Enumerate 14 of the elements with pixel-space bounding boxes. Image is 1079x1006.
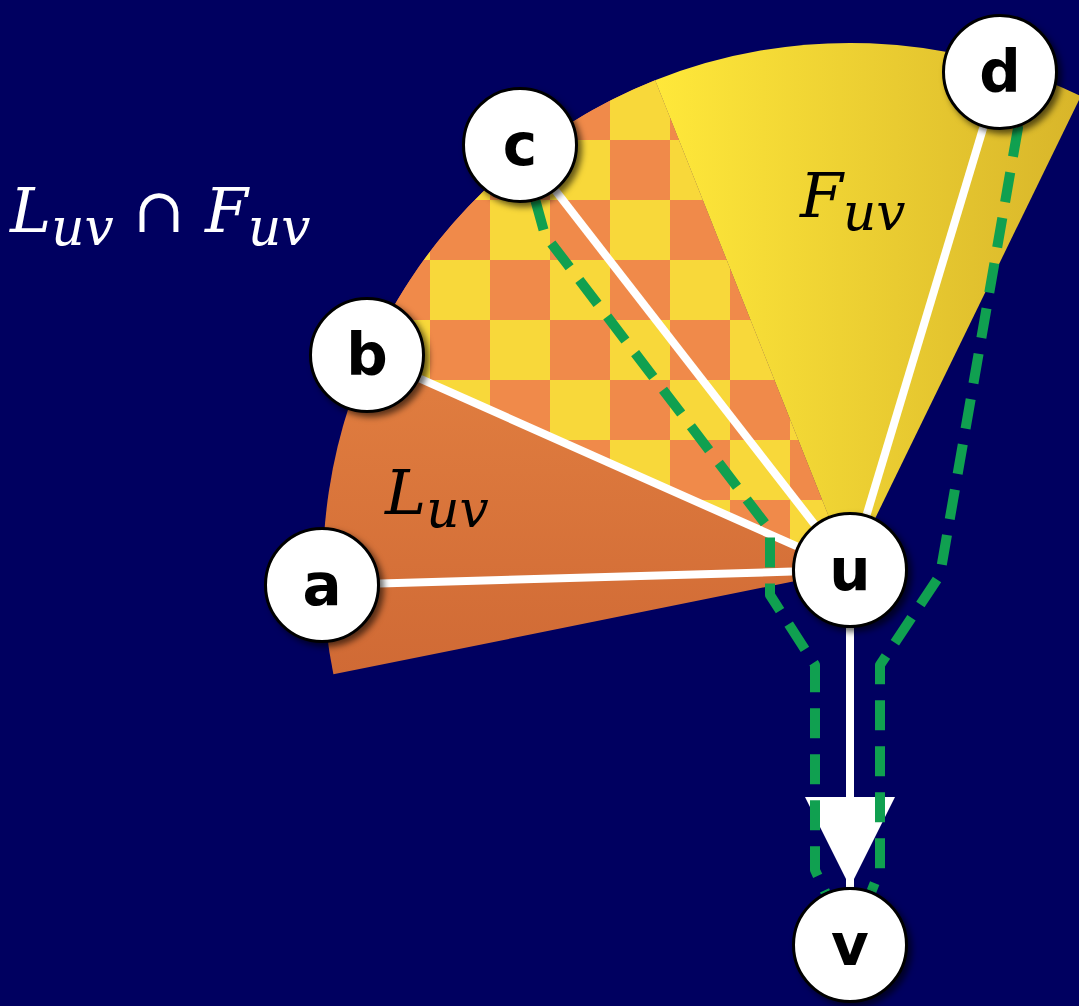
arrow xyxy=(805,628,895,887)
graph-node: v xyxy=(792,887,908,1003)
set-label: L$_{uv}$ xyxy=(385,462,489,537)
graph-node: a xyxy=(264,527,380,643)
set-label: F$_{uv}$ xyxy=(800,165,906,240)
graph-node: c xyxy=(462,87,578,203)
edge-line xyxy=(379,567,793,588)
graph-node: b xyxy=(309,297,425,413)
edge-line xyxy=(418,374,799,551)
graph-node: d xyxy=(942,14,1058,130)
dashed-path xyxy=(530,199,831,895)
edge-line xyxy=(862,126,988,516)
set-label: L$_{uv}$ ∩ F$_{uv}$ xyxy=(10,180,311,255)
graph-node: u xyxy=(792,512,908,628)
